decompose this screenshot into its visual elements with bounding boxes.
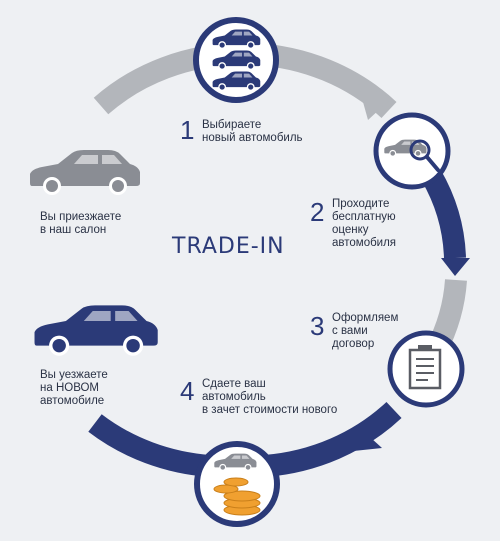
ring-arc-bottom-right xyxy=(263,401,402,477)
step-3-number: 3 xyxy=(310,311,325,341)
gray-car-icon xyxy=(30,150,140,195)
arrow-head-right-upper xyxy=(441,258,470,276)
arrow-head-bottom xyxy=(344,428,382,452)
step-1-number: 1 xyxy=(180,115,195,145)
badge-car-magnifier xyxy=(373,112,451,190)
step-4-number: 4 xyxy=(180,376,195,406)
badge-document xyxy=(387,330,465,408)
document-icon xyxy=(408,345,442,390)
badge-car-coins xyxy=(194,441,280,527)
diagram-title: TRADE-IN xyxy=(172,234,285,259)
navy-car-icon xyxy=(34,305,158,356)
stacked-cars-icon xyxy=(212,29,261,91)
badge-stacked-cars xyxy=(193,17,279,103)
step-2-number: 2 xyxy=(310,197,325,227)
car-coins-icon xyxy=(213,453,261,516)
ring-arc-right-upper xyxy=(421,169,466,259)
car-magnifier-icon xyxy=(384,139,440,172)
arrow-head-top xyxy=(358,84,392,120)
ring-arc-bottom-left xyxy=(88,414,211,477)
